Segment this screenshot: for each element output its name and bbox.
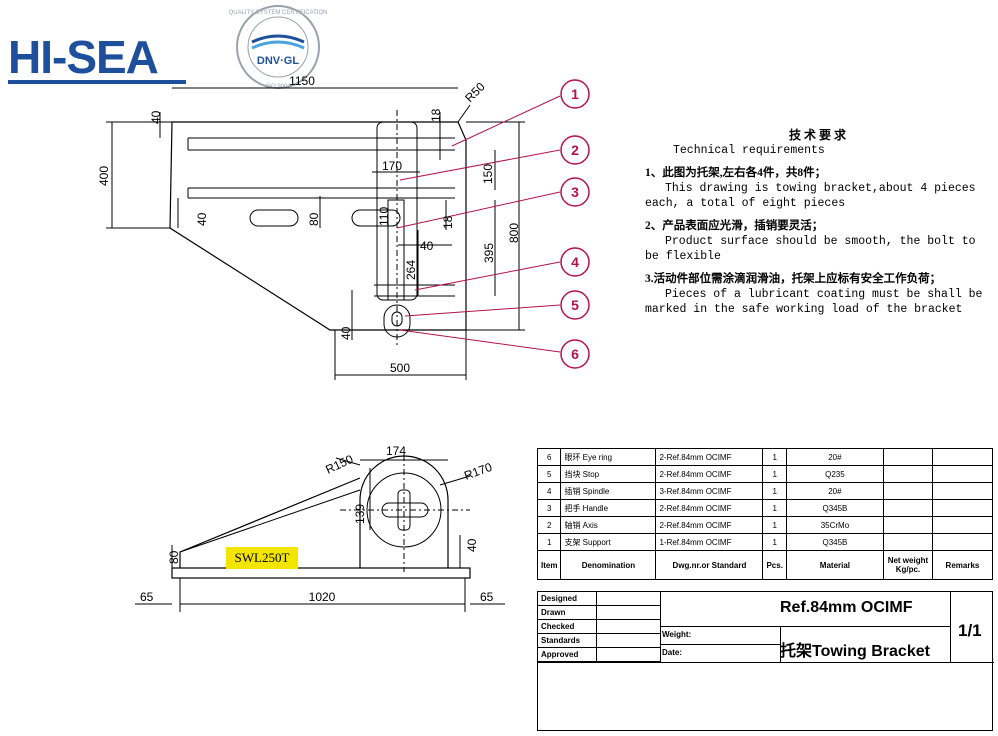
technical-requirements: 技 术 要 求 Technical requirements 1、此图为托架,左… xyxy=(645,128,990,317)
callout-6: 6 xyxy=(571,346,579,362)
badge-center-text: DNV·GL xyxy=(257,55,299,67)
drawing-ref: Ref.84mm OCIMF xyxy=(780,599,913,616)
dim-800: 800 xyxy=(507,223,521,243)
dim-65-left: 65 xyxy=(140,590,154,604)
dim-1020: 1020 xyxy=(309,590,336,604)
swl-label: SWL250T xyxy=(226,547,298,569)
drawing-scale: 1/1 xyxy=(958,621,982,640)
dim-65-right: 65 xyxy=(480,590,494,604)
tb-drawn: Drawn xyxy=(538,606,660,620)
dim-400: 400 xyxy=(97,166,111,186)
hisea-logo: HI-SEA xyxy=(8,31,159,83)
drawing-name: 托架Towing Bracket xyxy=(780,643,930,660)
tech-item-3-cn: 3.活动件部位需涂滴润滑油，托架上应标有安全工作负荷； xyxy=(645,273,942,285)
dim-80-side: 80 xyxy=(167,550,181,564)
dim-40-mid: 40 xyxy=(420,239,434,253)
dim-264: 264 xyxy=(404,260,418,280)
dim-395: 395 xyxy=(482,243,496,263)
badge-ring-text: QUALITY SYSTEM CERTIFICATION xyxy=(228,10,327,16)
dim-150: 150 xyxy=(481,164,495,184)
dim-500: 500 xyxy=(390,361,410,375)
tech-item-2-cn: 2、产品表面应光滑，插销要灵活； xyxy=(645,220,824,232)
dim-174: 174 xyxy=(386,444,406,458)
dim-80: 80 xyxy=(307,212,321,226)
weight-label: Weight: xyxy=(662,630,692,639)
dim-r170: R170 xyxy=(462,460,494,483)
callout-1: 1 xyxy=(571,86,579,102)
slot-right xyxy=(351,209,401,227)
title-block: Designed Drawn Checked Standards Approve… xyxy=(537,591,994,731)
dim-1150: 1150 xyxy=(289,74,315,88)
tech-item-2-en: Product surface should be smooth, the bo… xyxy=(645,235,976,263)
dim-40-left: 40 xyxy=(195,212,209,226)
callout-3: 3 xyxy=(571,184,579,200)
tech-item-3-en: Pieces of a lubricant coating must be sh… xyxy=(645,288,983,316)
callout-4: 4 xyxy=(571,254,579,270)
slot-left xyxy=(249,209,299,227)
dim-18-mid: 18 xyxy=(441,215,455,229)
tech-title-en: Technical requirements xyxy=(673,144,825,157)
tech-item-1-en: This drawing is towing bracket,about 4 p… xyxy=(645,182,976,210)
dim-r150: R150 xyxy=(323,452,355,477)
tech-item-1-cn: 1、此图为托架,左右各4件，共8件； xyxy=(645,167,827,179)
callout-2: 2 xyxy=(571,142,579,158)
base-plate xyxy=(171,567,471,579)
handle xyxy=(387,199,405,301)
logo-underline xyxy=(8,80,186,84)
tb-approved: Approved xyxy=(538,648,660,662)
tb-checked: Checked xyxy=(538,620,660,634)
badge-bottom-text: ISO 9001 xyxy=(265,84,291,90)
dim-r50: R50 xyxy=(462,79,488,105)
tb-designed: Designed xyxy=(538,592,660,606)
dim-110: 110 xyxy=(377,207,391,226)
dim-139: 139 xyxy=(353,504,367,524)
date-label: Date: xyxy=(662,648,683,657)
tech-title-cn: 技 术 要 求 xyxy=(788,128,846,142)
dim-40-top: 40 xyxy=(149,110,163,124)
dim-40-bottom: 40 xyxy=(339,326,353,340)
dim-170: 170 xyxy=(382,159,402,173)
callout-5: 5 xyxy=(571,297,579,313)
dim-18-top: 18 xyxy=(429,108,443,122)
tb-standards: Standards xyxy=(538,634,660,648)
dim-40-side: 40 xyxy=(465,538,479,552)
